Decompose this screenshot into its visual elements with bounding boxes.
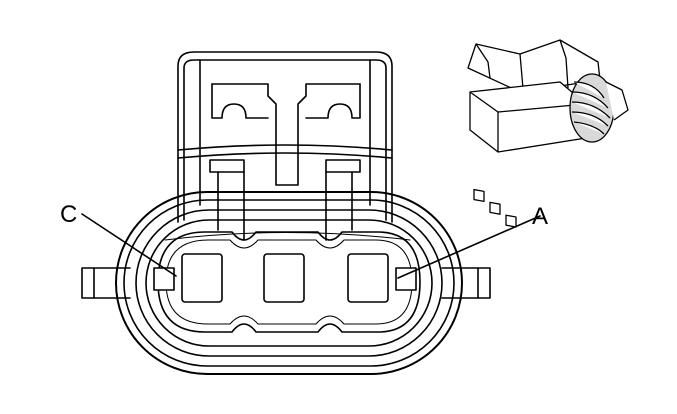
- leader-line-c: [81, 213, 177, 277]
- terminal-cavities: [153, 253, 417, 303]
- label-c: C: [60, 201, 77, 228]
- connector-thumbnail: [467, 39, 629, 228]
- locking-tab: [177, 51, 393, 241]
- cavity-b: [263, 253, 305, 303]
- label-a: A: [532, 203, 548, 230]
- cavity-a: [347, 253, 389, 303]
- cavity-c: [181, 253, 223, 303]
- cavity-frame: [157, 231, 421, 333]
- side-ears: [81, 267, 491, 299]
